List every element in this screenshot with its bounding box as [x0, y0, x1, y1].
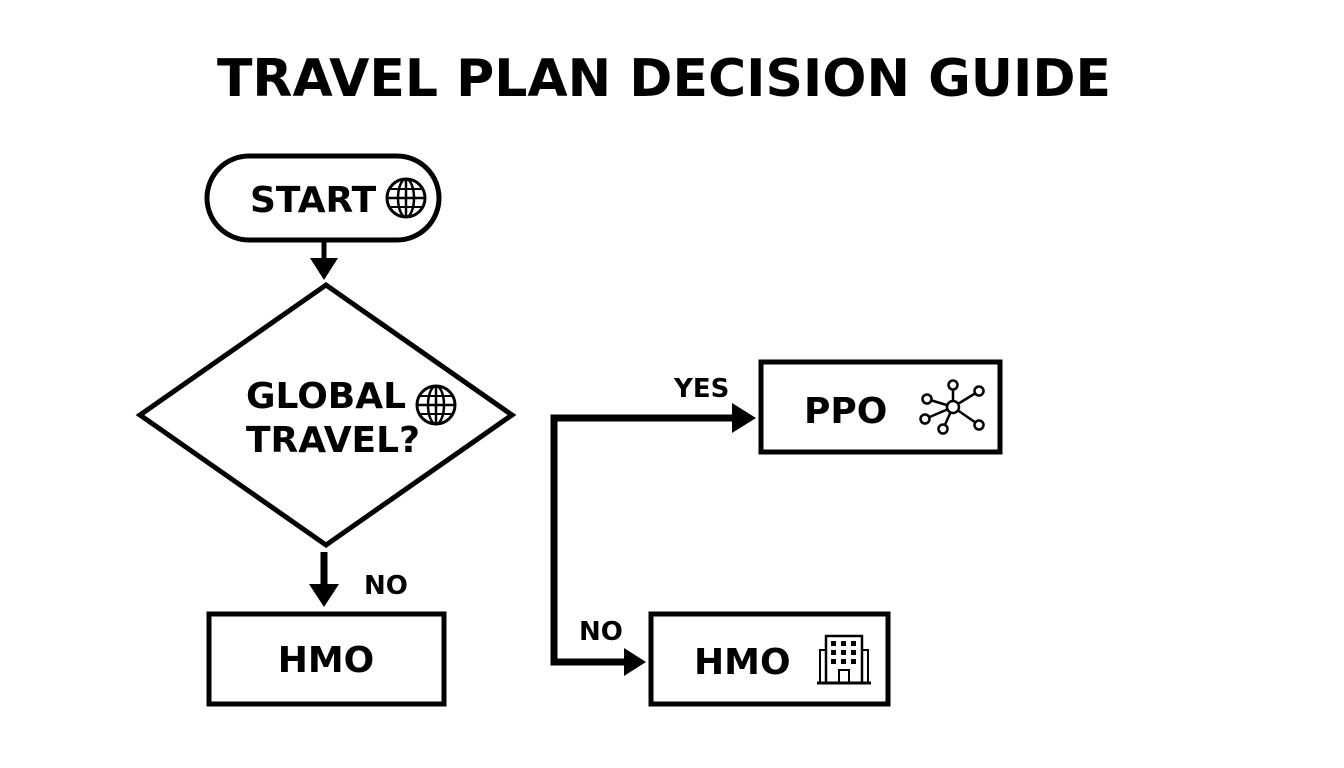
decision-label-line2: TRAVEL? — [246, 420, 420, 461]
hmo-left-node: HMO — [206, 611, 447, 707]
hmo-right-label: HMO — [694, 642, 791, 683]
arrow-start-to-decision — [310, 240, 338, 280]
ppo-label: PPO — [804, 391, 887, 432]
decision-diamond-shape — [135, 281, 517, 549]
ppo-box — [758, 359, 1003, 455]
hmo-left-label: HMO — [278, 640, 375, 681]
edge-label-yes: YES — [673, 374, 729, 404]
globe-icon — [385, 177, 427, 219]
decision-node: GLOBAL TRAVEL? — [135, 281, 517, 549]
start-node: START — [204, 153, 442, 243]
branch-connector: YES NO — [550, 374, 756, 676]
page-title: TRAVEL PLAN DECISION GUIDE — [217, 49, 1111, 109]
hmo-left-box — [206, 611, 447, 707]
edge-label-no-left: NO — [364, 571, 408, 601]
hmo-right-box — [648, 611, 891, 707]
edge-label-no-right: NO — [579, 617, 623, 647]
hmo-right-node: HMO — [648, 611, 891, 707]
network-icon — [919, 379, 985, 435]
start-label: START — [250, 180, 377, 221]
decision-label-line1: GLOBAL — [246, 376, 406, 417]
ppo-node: PPO — [758, 359, 1003, 455]
arrow-decision-to-hmo: NO — [309, 552, 408, 607]
building-icon — [817, 634, 871, 685]
globe-icon — [415, 384, 457, 426]
